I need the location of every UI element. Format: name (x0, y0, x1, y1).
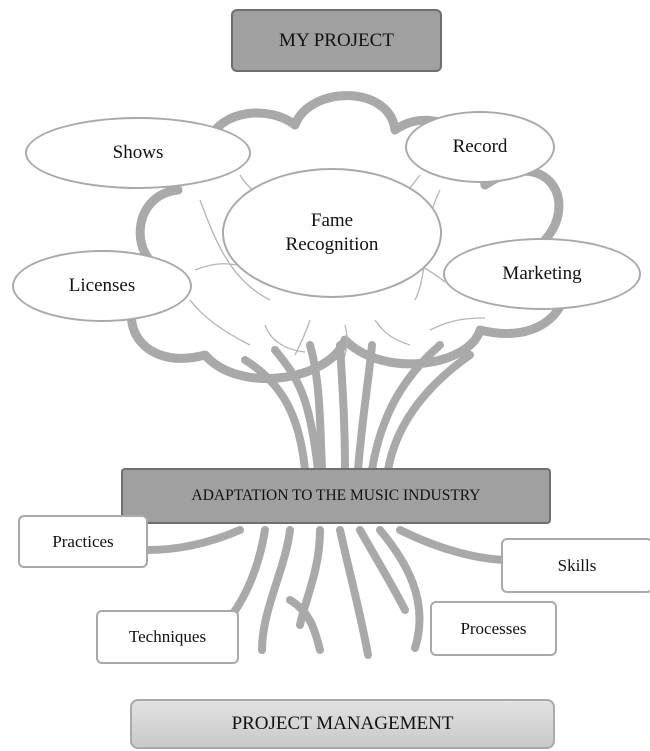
fame-recognition-ellipse: Fame Recognition (222, 168, 442, 298)
licenses-label: Licenses (68, 274, 136, 296)
skills-box: Skills (501, 538, 650, 593)
processes-label: Processes (460, 618, 527, 638)
fame-recognition-text: Fame Recognition (286, 209, 379, 257)
licenses-ellipse: Licenses (12, 250, 192, 322)
processes-box: Processes (430, 601, 557, 656)
tree-trunk (241, 341, 474, 474)
project-management-box: PROJECT MANAGEMENT (130, 699, 555, 749)
project-management-label: PROJECT MANAGEMENT (231, 713, 454, 734)
recognition-label: Recognition (285, 234, 379, 255)
tree-roots (144, 526, 514, 659)
skills-label: Skills (557, 555, 597, 575)
my-project-box: MY PROJECT (231, 9, 442, 72)
shows-ellipse: Shows (25, 117, 251, 189)
my-project-label: MY PROJECT (279, 29, 394, 51)
practices-label: Practices (52, 531, 114, 551)
techniques-box: Techniques (96, 610, 239, 664)
record-label: Record (452, 135, 508, 157)
adaptation-band: ADAPTATION TO THE MUSIC INDUSTRY (121, 468, 551, 524)
marketing-label: Marketing (502, 262, 582, 284)
fame-label: Fame (310, 210, 354, 232)
adaptation-label: ADAPTATION TO THE MUSIC INDUSTRY (191, 487, 481, 504)
record-ellipse: Record (405, 111, 555, 183)
practices-box: Practices (18, 515, 148, 568)
marketing-ellipse: Marketing (443, 238, 641, 310)
techniques-label: Techniques (128, 627, 207, 646)
shows-label: Shows (112, 141, 164, 163)
